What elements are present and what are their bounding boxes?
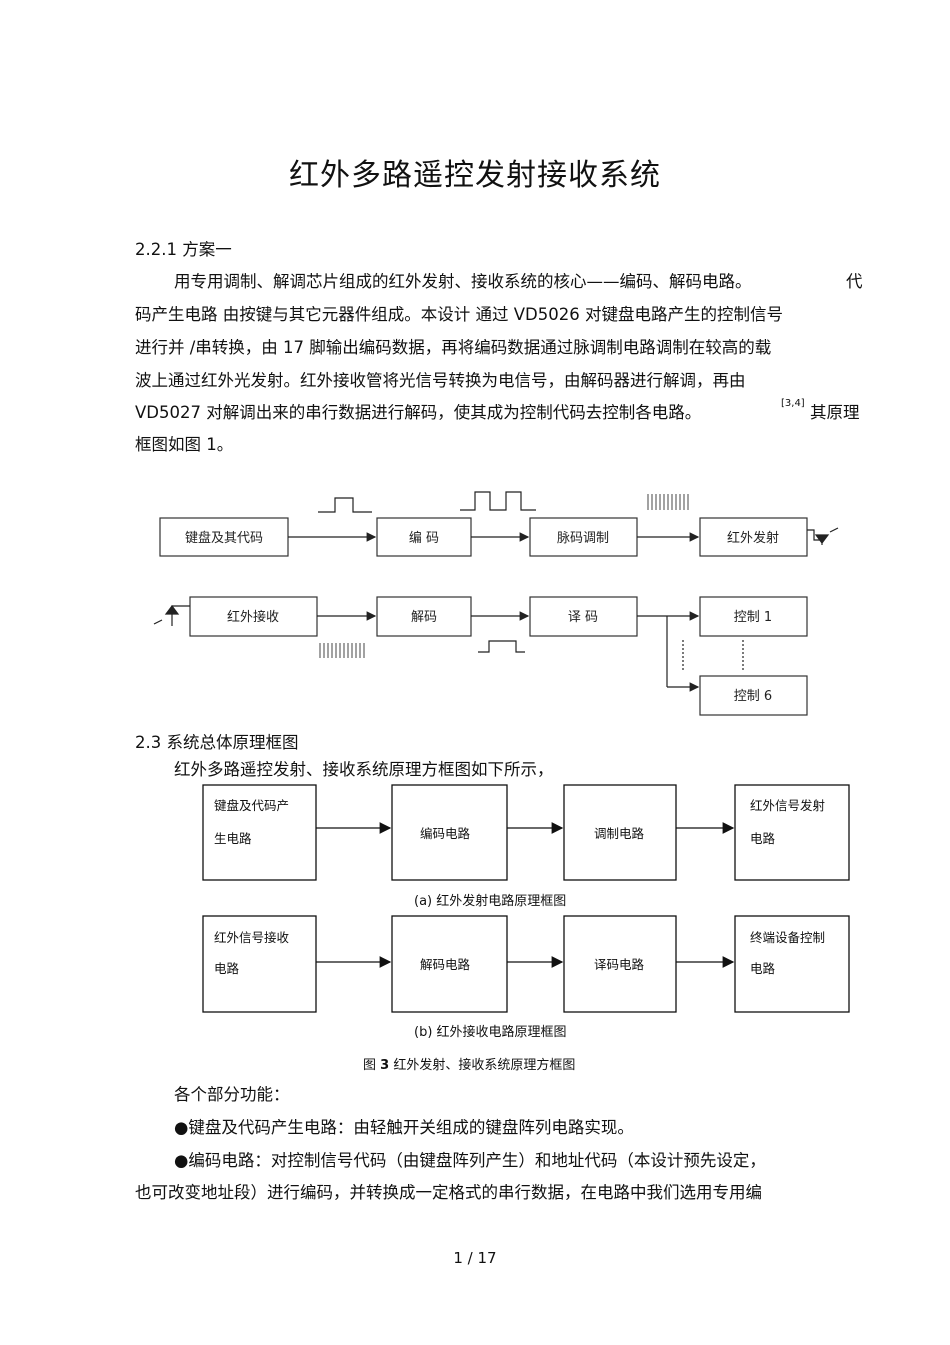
section-heading-2-2-1: 2.2.1 方案一 xyxy=(135,240,232,259)
bullet-keyboard-circuit: ●键盘及代码产生电路：由轻触开关组成的键盘阵列电路实现。 xyxy=(174,1118,634,1137)
b-block-terminal-control xyxy=(734,915,850,1013)
paragraph-line: 用专用调制、解调芯片组成的红外发射、接收系统的核心——编码、解码电路。 xyxy=(174,272,752,291)
rx-decode-label: 解码 xyxy=(411,610,437,625)
tx-pcm-label: 脉码调制 xyxy=(557,531,609,546)
figure-caption-prefix: 图 xyxy=(363,1058,381,1073)
b-block-ir-receive-label: 红外信号接收 xyxy=(214,930,290,945)
b-block-ir-receive-label: 电路 xyxy=(214,961,240,976)
bullet-encoder-line: ●编码电路：对控制信号代码（由键盘阵列产生）和地址代码（本设计预先设定， xyxy=(174,1151,766,1170)
a-block-modulator-label: 调制电路 xyxy=(594,826,645,841)
figure-3-caption: 图 3 红外发射、接收系统原理方框图 xyxy=(363,1054,575,1073)
b-block-decoder xyxy=(391,915,508,1013)
a-block-encoder-label: 编码电路 xyxy=(420,826,471,841)
ctrl-6-label: 控制 6 xyxy=(734,689,772,704)
tx-encode-label: 编 码 xyxy=(409,531,439,546)
tx-keyboard-label: 键盘及其代码 xyxy=(185,530,263,546)
section-heading-2-3: 2.3 系统总体原理框图 xyxy=(135,733,299,752)
bullet-encoder-line: 也可改变地址段）进行编码，并转换成一定格式的串行数据，在电路中我们选用专用编 xyxy=(135,1183,762,1202)
a-block-modulator xyxy=(563,784,677,881)
ctrl-1-label: 控制 1 xyxy=(734,610,772,625)
ctrl-6-block xyxy=(699,675,808,716)
paragraph-line: 其原理 xyxy=(810,403,860,422)
tx-ir-emit-block xyxy=(699,517,808,557)
document-title: 红外多路遥控发射接收系统 xyxy=(289,158,661,193)
functions-heading: 各个部分功能： xyxy=(174,1085,290,1104)
tx-ir-emit-label: 红外发射 xyxy=(727,530,779,546)
paragraph-line: 进行并 /串转换，由 17 脚输出编码数据，再将编码数据通过脉调制电路调制在较高… xyxy=(135,338,772,357)
a-block-ir-transmit-label: 电路 xyxy=(750,831,776,846)
section-intro: 红外多路遥控发射、接收系统原理方框图如下所示， xyxy=(174,760,554,779)
a-block-ir-transmit-label: 红外信号发射 xyxy=(750,798,825,813)
b-block-ir-receive xyxy=(202,915,317,1013)
a-block-encoder xyxy=(391,784,508,881)
paragraph-line: 波上通过红外光发射。红外接收管将光信号转换为电信号，由解码器进行解调，再由 xyxy=(135,371,746,390)
ctrl-1-block xyxy=(699,596,808,637)
caption-b: (b) 红外接收电路原理框图 xyxy=(414,1024,567,1040)
paragraph-line: 框图如图 1。 xyxy=(135,435,234,454)
a-block-ir-transmit xyxy=(734,784,850,881)
figure-3-block-diagram: 键盘及代码产 生电路 编码电路 调制电路 红外信号发射 电路 红外信号接收 电路… xyxy=(202,784,850,1040)
paragraph-line: 代 xyxy=(846,272,863,291)
paragraph-line: 码产生电路 由按键与其它元器件组成。本设计 通过 VD5026 对键盘电路产生的… xyxy=(135,305,783,324)
citation-superscript: [3,4] xyxy=(781,398,805,409)
b-block-decoder-label: 解码电路 xyxy=(420,957,471,972)
b-block-terminal-control-label: 终端设备控制 xyxy=(750,930,825,945)
a-block-keyboard xyxy=(202,784,317,881)
rx-ir-receive-label: 红外接收 xyxy=(227,609,279,625)
page-number: 1 / 17 xyxy=(453,1249,497,1267)
figure-caption-text: 红外发射、接收系统原理方框图 xyxy=(389,1058,576,1073)
a-block-keyboard-label: 键盘及代码产 xyxy=(214,798,289,813)
b-block-terminal-control-label: 电路 xyxy=(750,961,776,976)
figure-caption-number: 3 xyxy=(380,1058,390,1073)
rx-translate-label: 译 码 xyxy=(568,610,598,625)
b-block-translator-label: 译码电路 xyxy=(594,957,645,972)
paragraph-line: VD5027 对解调出来的串行数据进行解码，使其成为控制代码去控制各电路。 xyxy=(135,403,702,422)
caption-a: (a) 红外发射电路原理框图 xyxy=(414,893,566,909)
b-block-translator xyxy=(563,915,677,1013)
a-block-keyboard-label: 生电路 xyxy=(214,831,252,846)
figure-1-block-diagram: 键盘及其代码 编 码 脉码调制 红外发射 红外接收 解码 译 码 控制 1 控制… xyxy=(153,491,839,716)
